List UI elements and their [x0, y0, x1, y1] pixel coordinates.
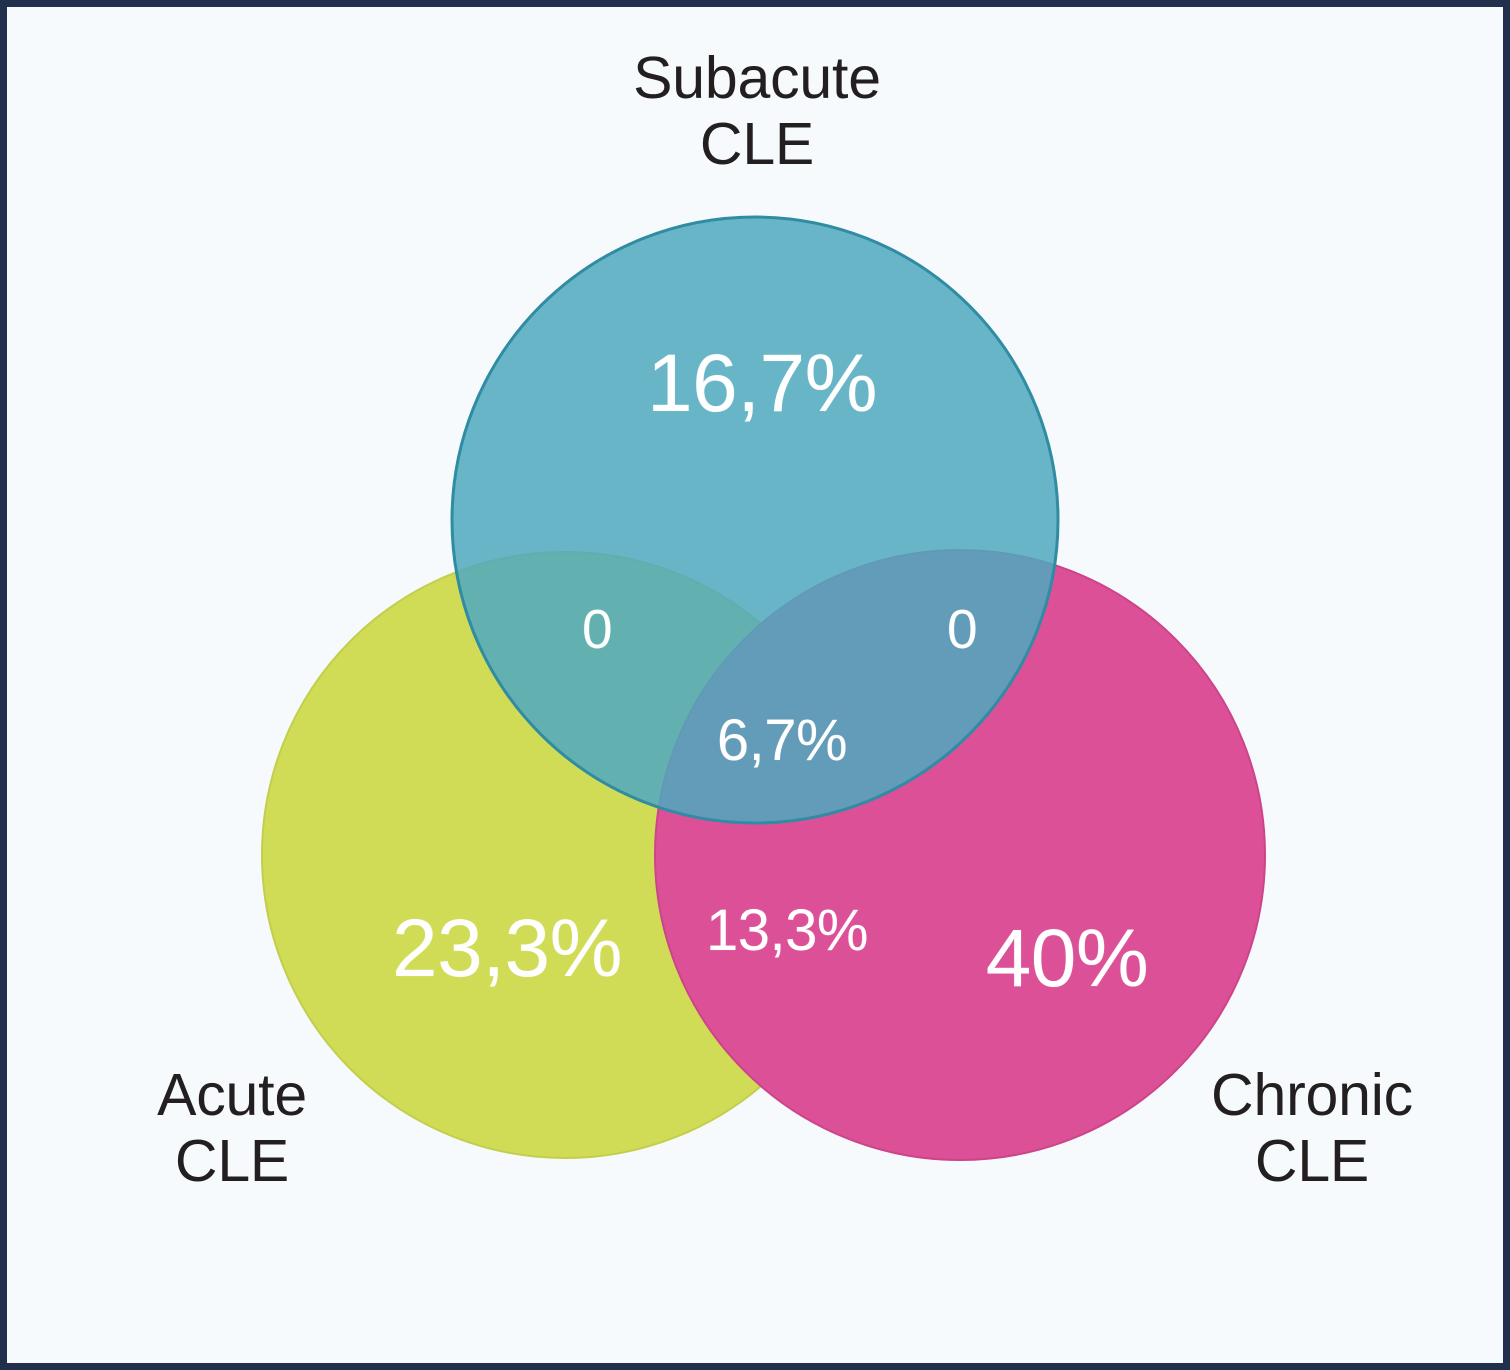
venn-value-subacute-only: 16,7%: [646, 338, 878, 429]
venn-value-chronic-only: 40%: [985, 913, 1149, 1004]
venn-value-acute-and-chronic: 13,3%: [706, 898, 868, 963]
venn-value-subacute-and-chronic: 0: [946, 598, 978, 660]
set-label-subacute-cle: Subacute CLE: [633, 45, 881, 178]
circle-subacute-cle: [450, 215, 1060, 825]
venn-value-all-three: 6,7%: [716, 708, 848, 773]
venn-value-acute-and-subacute: 0: [581, 598, 613, 660]
venn-circles: [261, 215, 1266, 1161]
set-label-acute-cle: Acute CLE: [157, 1062, 307, 1195]
set-label-chronic-cle: Chronic CLE: [1211, 1062, 1413, 1195]
venn-value-acute-only: 23,3%: [391, 903, 623, 994]
